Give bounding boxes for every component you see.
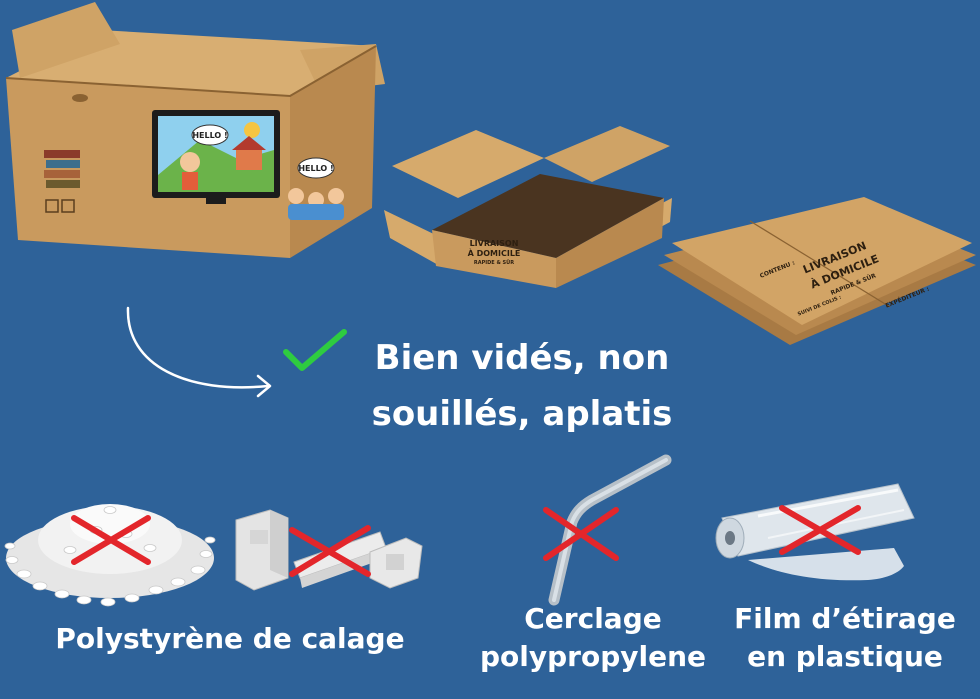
- headline-line-1: Bien vidés, non: [374, 338, 670, 378]
- speech-bubble-1: HELLO !: [192, 131, 227, 140]
- cross-icon: [543, 507, 619, 561]
- caption-strapping: Cerclage polypropylene: [468, 600, 718, 676]
- caption-stretch-film: Film d’étirage en plastique: [720, 600, 970, 676]
- cross-icon: [779, 505, 861, 555]
- cross-icon: [289, 525, 371, 577]
- caption-strapping-line-2: polypropylene: [479, 640, 707, 673]
- polypropylene-strap-image: [548, 454, 672, 606]
- headline-line-2: souillés, aplatis: [371, 394, 673, 434]
- middle-box-brand-1: LIVRAISON: [470, 239, 519, 248]
- headline: Bien vidés, non souillés, aplatis: [352, 330, 692, 442]
- cross-icon: [71, 515, 151, 565]
- flattened-boxes-illustration: LIVRAISON À DOMICILE RAPIDE & SÛR CONTEN…: [658, 197, 976, 345]
- middle-box-tag: RAPIDE & SÛR: [474, 259, 514, 266]
- curved-arrow-icon: [126, 306, 272, 398]
- stretch-film-roll-image: [715, 483, 915, 581]
- polystyrene-beads-image: [4, 504, 216, 607]
- checkmark-icon: [283, 329, 347, 371]
- caption-film-line-1: Film d’étirage: [734, 602, 956, 635]
- open-box-illustration: LIVRAISON À DOMICILE RAPIDE & SÛR: [384, 126, 672, 288]
- caption-polystyrene: Polystyrène de calage: [55, 622, 405, 655]
- middle-box-brand-2: À DOMICILE: [468, 247, 521, 258]
- caption-strapping-line-1: Cerclage: [524, 602, 662, 635]
- caption-film-line-2: en plastique: [747, 640, 943, 673]
- speech-bubble-2: HELLO !: [298, 164, 333, 173]
- tv-box-illustration: HELLO ! HELLO !: [5, 2, 385, 258]
